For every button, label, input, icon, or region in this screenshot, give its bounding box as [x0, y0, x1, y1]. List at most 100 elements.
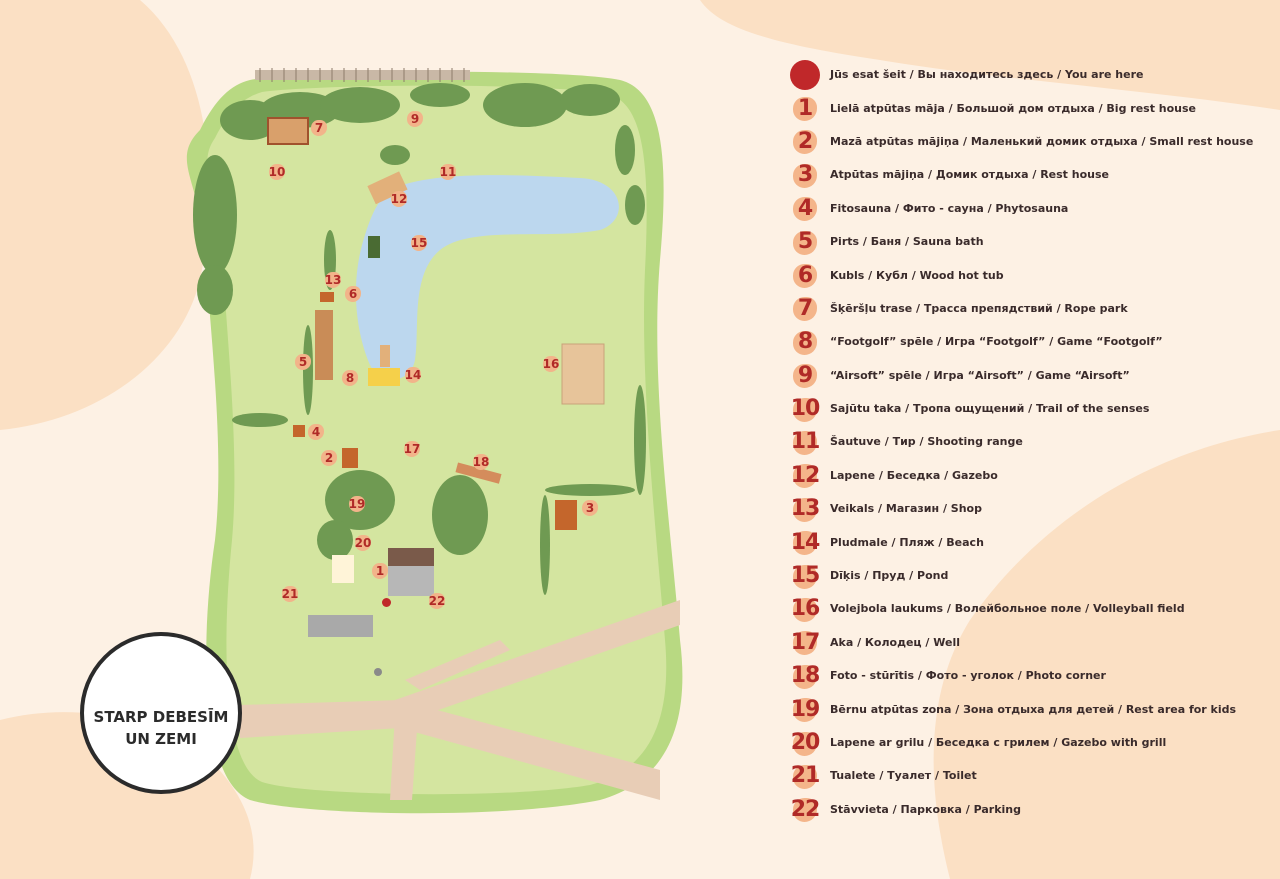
legend-label: Mazā atpūtas mājiņa / Маленький домик от…: [830, 134, 1254, 148]
legend-item-3: 3 Atpūtas mājiņa / Домик отдыха / Rest ho…: [790, 158, 1260, 191]
marker-number: 14: [404, 368, 422, 382]
legend-number-badge: 4: [790, 193, 820, 223]
legend-item-12: 12 Lapene / Беседка / Gazebo: [790, 459, 1260, 492]
map-marker-11[interactable]: 11: [438, 162, 458, 182]
map-marker-20[interactable]: 20: [353, 533, 373, 553]
map-marker-19[interactable]: 19: [347, 494, 367, 514]
map-marker-7[interactable]: 7: [309, 118, 329, 138]
legend-number-badge: 22: [790, 794, 820, 824]
marker-number: 5: [298, 355, 308, 369]
legend-number: 8: [797, 329, 813, 355]
marker-number: 15: [410, 236, 428, 250]
number-blob-icon: [793, 297, 817, 322]
legend-label: Atpūtas mājiņa / Домик отдыха / Rest hou…: [830, 168, 1109, 182]
marker-blob-icon: [582, 500, 598, 516]
map-marker-8[interactable]: 8: [340, 368, 360, 388]
legend-number: 6: [797, 262, 813, 288]
number-blob-icon: [793, 798, 817, 823]
legend-number-badge: 16: [790, 594, 820, 624]
legend-label: Sajūtu taka / Тропа ощущений / Trail of …: [830, 402, 1150, 416]
marker-blob-icon: [440, 164, 456, 180]
map-marker-2[interactable]: 2: [319, 448, 339, 468]
legend-number: 10: [790, 396, 821, 422]
legend-number: 12: [790, 462, 821, 488]
number-blob-icon: [793, 764, 817, 789]
marker-number: 20: [354, 536, 372, 550]
legend-label: Fitosauna / Фито - сауна / Phytosauna: [830, 201, 1069, 215]
legend-number-badge: 14: [790, 527, 820, 557]
number-blob-icon: [793, 364, 817, 389]
marker-number: 22: [428, 594, 446, 608]
legend-label: “Airsoft” spēle / Игра “Airsoft” / Game …: [830, 368, 1130, 382]
legend-number-badge: 15: [790, 561, 820, 591]
trees: [193, 83, 646, 595]
legend-number: 14: [790, 529, 821, 555]
map-marker-10[interactable]: 10: [267, 162, 287, 182]
map-marker-17[interactable]: 17: [402, 439, 422, 459]
number-blob-icon: [793, 130, 817, 155]
map-marker-16[interactable]: 16: [541, 354, 561, 374]
marker-blob-icon: [295, 354, 311, 370]
legend-label: Lapene ar grilu / Беседка с грилем / Gaz…: [830, 736, 1167, 749]
marker-blob-icon: [407, 111, 423, 127]
railway-ties: [259, 68, 465, 82]
legend-number-badge: 18: [790, 661, 820, 691]
number-blob-icon: [793, 230, 817, 255]
legend-label: Volejbola laukums / Волейбольное поле / …: [830, 602, 1185, 616]
legend-number-badge: 6: [790, 260, 820, 290]
legend-number: 19: [790, 696, 821, 722]
road: [240, 700, 660, 800]
legend-number-badge: 7: [790, 293, 820, 323]
number-blob-icon: [793, 564, 817, 589]
legend-item-4: 4 Fitosauna / Фито - сауна / Phytosauna: [790, 192, 1260, 225]
marker-number: 9: [410, 112, 420, 126]
map-marker-13[interactable]: 13: [323, 270, 343, 290]
marker-blob-icon: [411, 235, 427, 251]
marker-blob-icon: [429, 593, 445, 609]
legend-number: 3: [797, 162, 813, 188]
map-marker-22[interactable]: 22: [427, 591, 447, 611]
map-marker-1[interactable]: 1: [370, 561, 390, 581]
legend-number: 15: [790, 563, 821, 589]
legend-label: Lapene / Беседка / Gazebo: [830, 468, 998, 482]
legend-number-badge: 3: [790, 160, 820, 190]
map-legend: Jūs esat šeit / Вы находитесь здесь / Yo…: [790, 58, 1260, 826]
map-marker-14[interactable]: 14: [403, 365, 423, 385]
legend-label: Šautuve / Тир / Shooting range: [830, 435, 1023, 449]
map-marker-5[interactable]: 5: [293, 352, 313, 372]
map-marker-6[interactable]: 6: [343, 284, 363, 304]
marker-number: 1: [375, 564, 385, 578]
legend-label: Foto - stūrītis / Фото - уголок / Photo …: [830, 669, 1106, 683]
marker-number: 2: [324, 451, 334, 465]
map-marker-4[interactable]: 4: [306, 422, 326, 442]
legend-number: 20: [790, 730, 821, 755]
marker-number: 4: [311, 425, 321, 439]
map-marker-3[interactable]: 3: [580, 498, 600, 518]
marker-blob-icon: [342, 370, 358, 386]
you-are-here-icon: [790, 59, 820, 90]
marker-number: 10: [268, 165, 286, 179]
map-marker-15[interactable]: 15: [409, 233, 429, 253]
legend-label: Stāvvieta / Парковка / Parking: [830, 802, 1021, 816]
legend-number-badge: 5: [790, 227, 820, 257]
legend-item-16: 16 Volejbola laukums / Волейбольное поле …: [790, 592, 1260, 625]
legend-number-badge: 19: [790, 694, 820, 724]
legend-number: 5: [797, 229, 813, 255]
legend-number: 17: [790, 629, 821, 655]
background-blob: [933, 430, 1280, 879]
map-marker-9[interactable]: 9: [405, 109, 425, 129]
legend-item-you: Jūs esat šeit / Вы находитесь здесь / Yo…: [790, 58, 1260, 91]
marker-blob-icon: [473, 454, 489, 470]
map-marker-18[interactable]: 18: [471, 452, 491, 472]
map-marker-12[interactable]: 12: [389, 189, 409, 209]
railway: [255, 70, 470, 80]
map-marker-21[interactable]: 21: [280, 584, 300, 604]
marker-number: 7: [314, 121, 324, 135]
legend-number-badge: 17: [790, 627, 820, 657]
